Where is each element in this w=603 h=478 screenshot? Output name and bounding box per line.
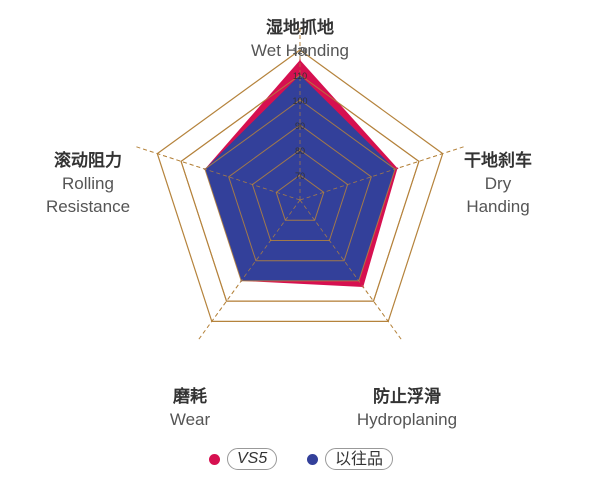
axis-label-cn-3: 磨耗 [173, 386, 207, 407]
grid-overlay-70 [275, 174, 325, 221]
series-point-0-1 [396, 167, 399, 170]
grid-overlay-100 [204, 99, 396, 282]
axis-label-cn-4: 滚动阻力 [54, 150, 122, 171]
radar-series [157, 50, 443, 322]
axis-label-en-1-1: Handing [466, 197, 529, 216]
grid-ring-120 [156, 49, 444, 322]
axis-label-en-1-0: Dry [485, 174, 512, 193]
axis-label-cn-2: 防止浮滑 [373, 386, 441, 407]
grid-overlay-90 [228, 124, 372, 262]
legend-item-previous[interactable]: 以往品 [307, 448, 394, 470]
tick-label-80: 80 [295, 146, 305, 156]
axis-label-cn-0: 湿地抓地 [266, 17, 334, 38]
tick-label-90: 90 [295, 121, 305, 131]
tick-label-120: 120 [292, 46, 307, 56]
tick-label-70: 70 [295, 171, 305, 181]
legend-marker-vs5 [209, 453, 220, 465]
axis-label-en-0-0: Wet Handing [251, 41, 349, 60]
radar-tick-labels: 70 80 90 100 110 120 [292, 46, 307, 181]
legend-item-vs5[interactable]: VS5 [209, 448, 278, 470]
legend-marker-previous [307, 453, 318, 465]
axis-label-en-4-1: Resistance [46, 197, 130, 216]
legend-label-vs5: VS5 [227, 448, 278, 470]
legend: VS5 以往品 [0, 444, 603, 474]
axis-label-cn-1: 干地刹车 [464, 150, 532, 171]
grid-overlay-110 [180, 74, 420, 302]
axis-label-en-4-0: Rolling [62, 174, 114, 193]
grid-overlay-80 [251, 149, 349, 241]
axis-label-en-2-0: Hydroplaning [357, 410, 457, 429]
legend-label-previous: 以往品 [325, 448, 394, 470]
tick-label-110: 110 [293, 71, 307, 81]
axis-label-en-3-0: Wear [170, 410, 211, 429]
tick-label-100: 100 [292, 96, 307, 106]
